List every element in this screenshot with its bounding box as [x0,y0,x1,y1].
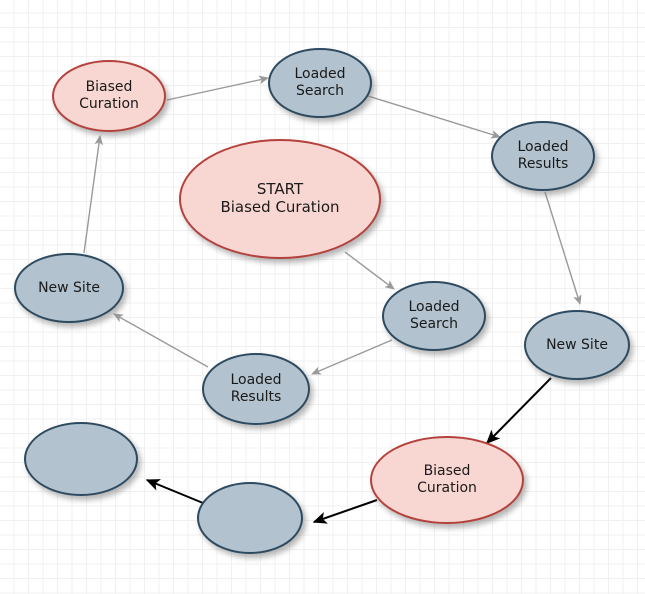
graph-node-label: Loaded Results [517,139,569,172]
graph-node-label: New Site [546,336,608,353]
graph-edge[interactable] [145,479,204,504]
graph-edge[interactable] [486,377,552,444]
graph-node[interactable]: Loaded Search [382,281,486,351]
graph-edge[interactable] [83,135,104,254]
graph-edge[interactable] [344,251,395,290]
graph-node-label: Loaded Results [230,372,282,405]
graph-node[interactable]: New Site [524,310,630,380]
graph-edge[interactable] [367,95,501,139]
graph-node[interactable]: New Site [14,253,124,323]
graph-node[interactable] [197,482,303,554]
graph-node[interactable] [24,422,138,496]
graph-edge[interactable] [544,191,582,305]
graph-node-label: New Site [38,279,100,296]
graph-node-label: Loaded Search [294,66,346,99]
graph-edge[interactable] [312,499,378,524]
graph-node[interactable]: Biased Curation [370,436,524,524]
graph-node[interactable]: Loaded Results [491,121,595,191]
graph-node-label: Biased Curation [417,463,477,496]
graph-edge[interactable] [113,313,209,368]
graph-node[interactable]: Loaded Results [202,353,310,425]
graph-edge[interactable] [311,339,393,375]
graph-node[interactable]: Loaded Search [268,48,372,118]
graph-edge[interactable] [166,75,269,101]
graph-node[interactable]: START Biased Curation [179,139,381,259]
graph-node-label: START Biased Curation [220,180,340,216]
graph-node[interactable]: Biased Curation [52,60,166,132]
graph-node-label: Loaded Search [408,299,460,332]
graph-node-label: Biased Curation [79,79,139,112]
